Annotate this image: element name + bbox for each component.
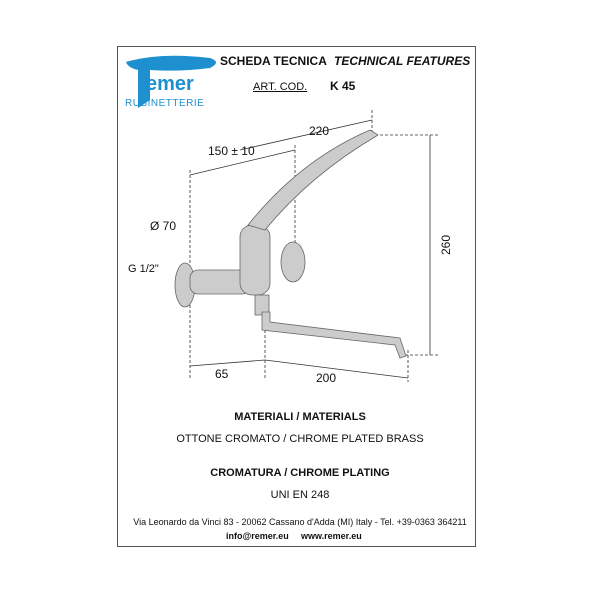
materials-value: OTTONE CROMATO / CHROME PLATED BRASS xyxy=(176,433,424,445)
dim-spout: 200 xyxy=(316,371,337,385)
materials-heading: MATERIALI / MATERIALS xyxy=(234,411,366,423)
title-en: TECHNICAL FEATURES xyxy=(334,54,471,68)
dim-height: 260 xyxy=(439,234,454,256)
dim-connection: G 1/2" xyxy=(128,263,159,275)
dim-reach: 220 xyxy=(309,124,330,138)
title-it: SCHEDA TECNICA xyxy=(220,54,327,68)
plating-value: UNI EN 248 xyxy=(270,489,330,501)
dim-diameter: Ø 70 xyxy=(150,219,177,233)
svg-text:emer: emer xyxy=(146,73,194,95)
art-label: ART. COD. xyxy=(253,81,308,93)
footer-email[interactable]: info@remer.eu xyxy=(226,531,289,541)
logo-mark-icon: emer xyxy=(126,55,216,108)
plating-heading: CROMATURA / CHROME PLATING xyxy=(210,467,390,479)
footer-web[interactable]: www.remer.eu xyxy=(301,531,362,541)
faucet-drawing xyxy=(174,110,440,382)
logo-subtitle: RUBINETTERIE xyxy=(125,98,205,109)
dim-offset: 150 ± 10 xyxy=(208,144,255,158)
page-frame xyxy=(117,46,476,547)
art-code: K 45 xyxy=(330,79,356,93)
dim-wall: 65 xyxy=(215,367,229,381)
footer-address: Via Leonardo da Vinci 83 - 20062 Cassano… xyxy=(133,517,467,527)
